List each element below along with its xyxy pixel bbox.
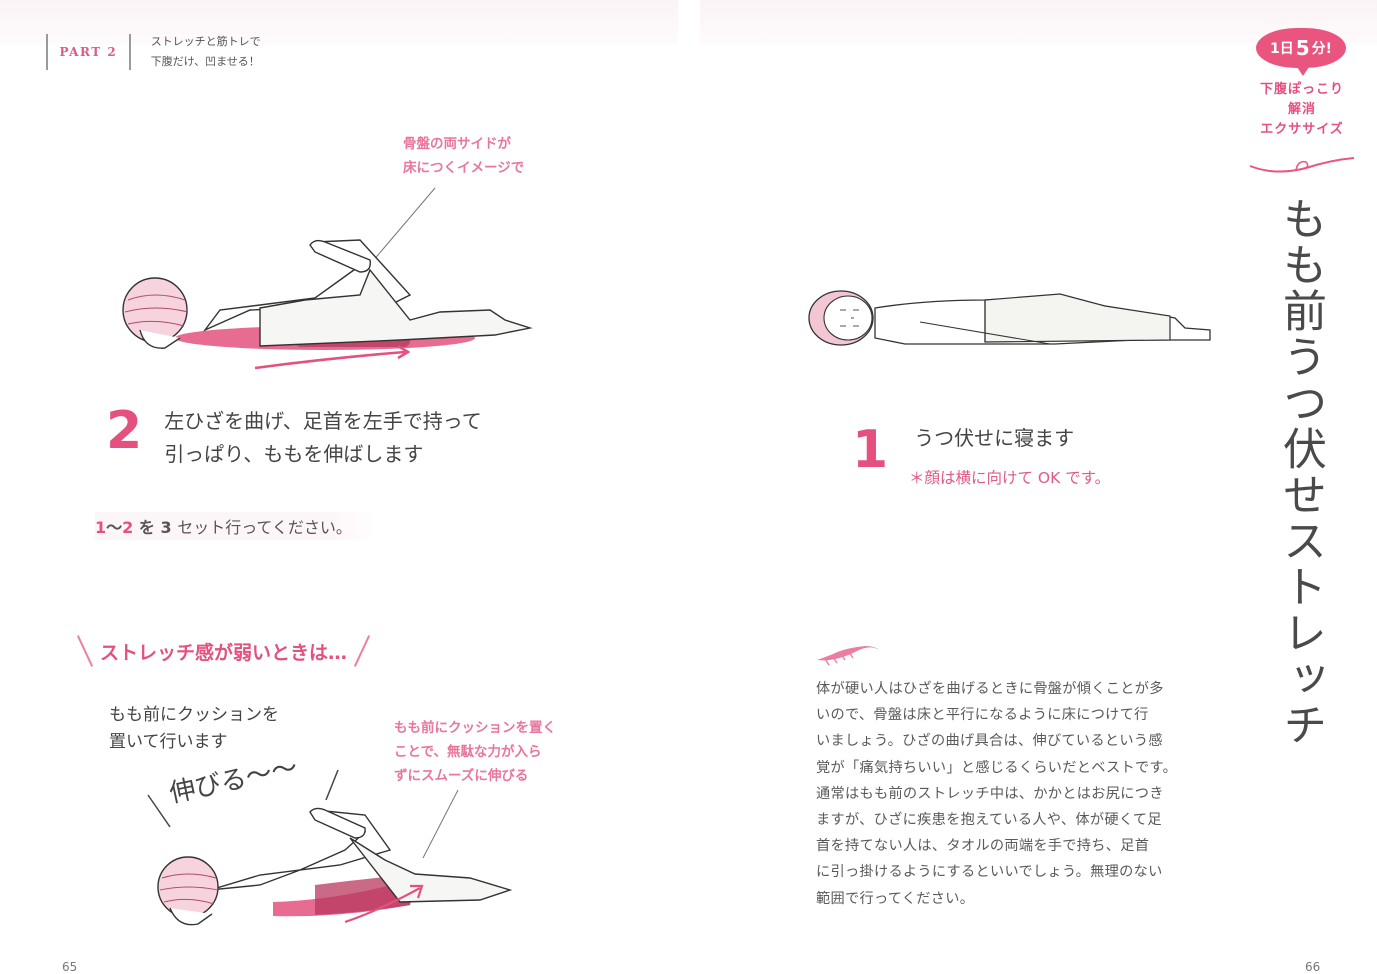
- tilde: ～: [106, 518, 123, 537]
- badge-suffix: 分!: [1311, 41, 1333, 57]
- step-line: 左ひざを曲げ、足首を左手で持って: [164, 409, 482, 433]
- divider: [129, 34, 131, 70]
- step-line: 引っぱり、ももを伸ばします: [164, 442, 424, 466]
- tip-body: もも前にクッションを 置いて行います: [109, 702, 279, 756]
- series-title-line: エクササイズ: [1260, 122, 1344, 137]
- callout-cushion: もも前にクッションを置く ことで、無駄な力が入ら ずにスムーズに伸びる: [394, 716, 556, 788]
- top-band-left: [0, 0, 678, 44]
- series-title: 下腹ぽっこり 解消 エクササイズ: [1250, 80, 1354, 140]
- step-note: ＊顔は横に向けて OK です。: [909, 469, 1111, 487]
- advice-line: ますが、ひざに疾患を抱えている人や、体が硬くて足: [816, 812, 1162, 829]
- advice-line: 首を持てない人は、タオルの両端を手で持ち、足首: [816, 838, 1150, 855]
- swirl-ornament-icon: [1249, 157, 1355, 173]
- illustration-lying-face-down: [808, 290, 1211, 346]
- advice-text: 体が硬い人はひざを曲げるときに骨盤が傾くことが多 いので、骨盤は床と平行になるよ…: [816, 676, 1201, 912]
- illustration-knee-bend-stretch: [122, 187, 533, 370]
- callout-line: 骨盤の両サイドが: [403, 136, 511, 152]
- badge-number: 5: [1295, 36, 1310, 60]
- set-count: 3: [160, 518, 172, 537]
- exercise-title: もも前うつ伏せストレッチ: [1275, 196, 1326, 748]
- step-1: 1 うつ伏せに寝ます: [852, 424, 1074, 476]
- feather-ornament-icon: [817, 646, 879, 666]
- page-number-right: 66: [1305, 960, 1321, 974]
- tip-heading-text: ストレッチ感が弱いときは…: [100, 641, 348, 664]
- series-title-line: 下腹ぽっこり: [1259, 82, 1344, 97]
- badge-5-minutes: 1日 5 分!: [1256, 28, 1346, 76]
- tip-heading: ストレッチ感が弱いときは…: [76, 634, 371, 668]
- advice-line: 体が硬い人はひざを曲げるときに骨盤が傾くことが多: [816, 681, 1164, 697]
- step-text: 左ひざを曲げ、足首を左手で持って 引っぱり、ももを伸ばします: [164, 405, 482, 471]
- step-number: 1: [852, 420, 889, 480]
- advice-line: 覚が「痛気持ちいい」と感じるくらいだとベストです。: [816, 759, 1178, 776]
- step-2: 2 左ひざを曲げ、足首を左手で持って 引っぱり、ももを伸ばします: [106, 405, 482, 471]
- step-text: うつ伏せに寝ます: [914, 426, 1075, 450]
- advice-line: いましょう。ひざの曲げ具合は、伸びているという感: [816, 733, 1163, 750]
- callout-line: もも前にクッションを置く: [394, 720, 556, 736]
- illustration-cushion-stretch: [157, 789, 513, 926]
- tip-body-line: 置いて行います: [109, 732, 228, 752]
- running-head: PART 2 ストレッチと筋トレで 下腹だけ、凹ませる！: [46, 33, 261, 71]
- page-number-left: 65: [62, 960, 78, 974]
- callout-line: ずにスムーズに伸びる: [394, 768, 529, 784]
- callout-line: 床につくイメージで: [403, 160, 525, 176]
- sets-instruction: 1～2 を 3 セット行ってください。: [95, 512, 376, 540]
- callout-line: ことで、無駄な力が入ら: [394, 744, 542, 760]
- step-number: 2: [106, 401, 143, 461]
- callout-pelvis: 骨盤の両サイドが 床につくイメージで: [403, 132, 524, 180]
- range-end: 2: [122, 518, 134, 537]
- advice-line: に引っ掛けるようにするといいでしょう。無理のない: [816, 864, 1163, 881]
- divider: [46, 34, 48, 70]
- chapter-title: ストレッチと筋トレで 下腹だけ、凹ませる！: [131, 32, 261, 72]
- series-title-line: 解消: [1287, 102, 1316, 117]
- emphasis-lines-icon: [147, 769, 339, 828]
- sets-rest: セット行ってください。: [177, 518, 352, 537]
- tip-body-line: もも前にクッションを: [109, 705, 279, 725]
- badge-prefix: 1日: [1269, 41, 1294, 57]
- particle: を: [138, 518, 155, 537]
- chapter-title-line: ストレッチと筋トレで: [150, 35, 261, 48]
- advice-line: 範囲で行ってください。: [816, 890, 975, 907]
- range-start: 1: [95, 518, 107, 537]
- part-label: PART 2: [59, 45, 118, 59]
- advice-line: 通常はもも前のストレッチ中は、かかとはお尻につき: [816, 785, 1164, 802]
- chapter-title-line: 下腹だけ、凹ませる！: [150, 55, 260, 68]
- advice-line: いので、骨盤は床と平行になるように床につけて行: [816, 707, 1149, 724]
